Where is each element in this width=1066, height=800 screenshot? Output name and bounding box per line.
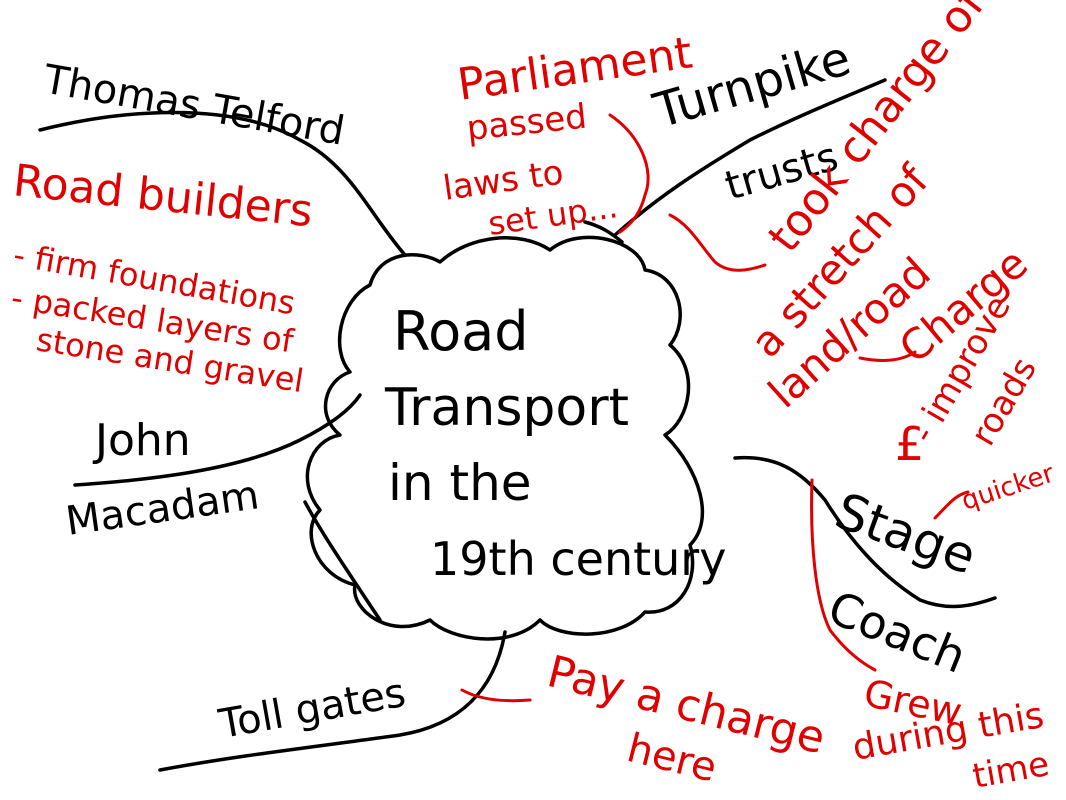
center-title-line4: 19th century: [430, 532, 726, 586]
note-time: time: [970, 744, 1053, 797]
note-pound-sign: £: [895, 417, 924, 471]
branch-line-left-hook: [303, 500, 382, 622]
branch-line-macadam: [73, 393, 362, 487]
branch-line-telford: [38, 110, 407, 257]
label-thomas-telford: Thomas Telford: [39, 56, 348, 154]
label-john: John: [92, 415, 191, 466]
center-title-line3: in the: [388, 454, 532, 512]
connector-pay: [460, 688, 532, 703]
branch-line-turnpike: [613, 78, 887, 237]
connector-charge: [858, 350, 917, 362]
connector-parliament-bracket: [608, 113, 650, 234]
connector-quicker: [933, 490, 970, 520]
branch-line-turnpike-tick: [583, 220, 624, 244]
label-coach: Coach: [821, 580, 974, 684]
center-title-line1: Road: [393, 300, 529, 363]
branch-line-stage: [733, 455, 997, 609]
branch-line-tollgates: [158, 630, 507, 772]
connector-took-charge: [668, 213, 767, 272]
note-road-builders: Road builders: [11, 155, 315, 237]
center-title-line2: Transport: [384, 378, 629, 438]
note-quicker: quicker: [958, 459, 1058, 517]
connector-grew: [810, 478, 877, 672]
central-cloud: [305, 235, 705, 641]
